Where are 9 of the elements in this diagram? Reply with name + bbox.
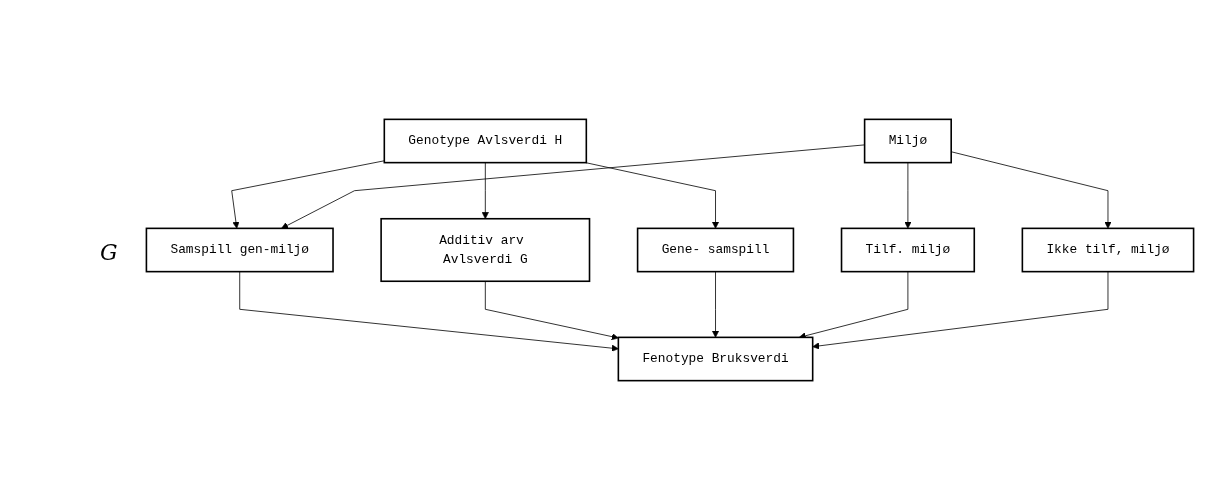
node-box: Gene- samspill — [636, 227, 795, 273]
node-box: Tilf. miljø — [840, 227, 976, 273]
node-box: Miljø — [863, 118, 952, 164]
node-box: Genotype Avlsverdi H — [383, 118, 588, 164]
handwritten-note: G — [100, 240, 118, 265]
node-box: Samspill gen-miljø — [145, 227, 334, 273]
node-box: Fenotype Bruksverdi — [617, 336, 814, 382]
node-box: Ikke tilf, miljø — [1021, 227, 1195, 273]
node-box: Additiv arv Avlsverdi G — [380, 217, 591, 283]
